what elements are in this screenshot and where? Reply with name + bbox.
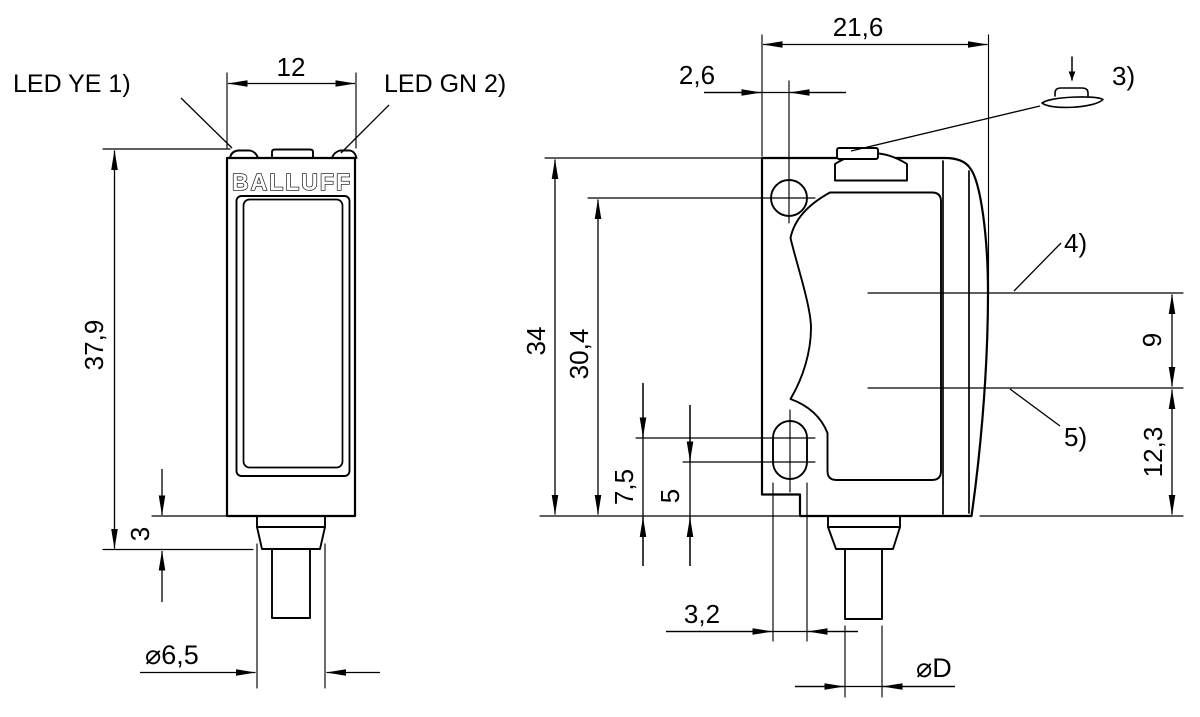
dim-sleeve-diameter-label: ⌀6,5 <box>145 640 199 670</box>
dim-hole-offset-label: 2,6 <box>679 60 715 90</box>
cable-front <box>271 548 311 619</box>
button-icon-dome <box>1054 87 1089 97</box>
side-view-body <box>760 156 990 518</box>
dim-slot-upper-label: 7,5 <box>609 469 639 505</box>
led-green <box>331 149 358 159</box>
cable-taper-side <box>827 526 901 550</box>
dim-slot-lower-label: 5 <box>655 489 685 503</box>
side-view: 3) 21,6 2,6 34 30,4 7,5 5 <box>521 12 1184 698</box>
front-view-body <box>225 156 357 518</box>
front-window-frame <box>235 195 351 477</box>
led-green-label: LED GN 2) <box>384 70 506 98</box>
lower-axis-callout-label: 5) <box>1064 422 1087 452</box>
cable-side <box>844 548 883 620</box>
front-window-lens <box>242 198 344 469</box>
teach-button-front <box>271 148 314 159</box>
dim-cable-offset-label: 3 <box>125 527 155 541</box>
teach-button-cap <box>836 147 879 160</box>
dim-axis-to-bottom-label: 12,3 <box>1138 427 1168 478</box>
button-icon-base <box>1041 96 1104 109</box>
led-yellow-leader <box>180 97 233 149</box>
dim-depth-label: 21,6 <box>833 12 884 42</box>
button-leader <box>850 105 1041 152</box>
dim-hole-to-bottom-label: 30,4 <box>564 329 594 380</box>
dim-height-label: 37,9 <box>79 320 109 371</box>
dim-width-label: 12 <box>277 52 306 82</box>
lower-axis-leader <box>1009 388 1061 427</box>
upper-axis-callout-label: 4) <box>1064 228 1087 258</box>
button-callout-label: 3) <box>1112 61 1135 91</box>
side-window-frame <box>789 191 942 481</box>
dim-body-height-label: 34 <box>521 327 551 356</box>
led-yellow-label: LED YE 1) <box>13 70 131 98</box>
cable-collar-front <box>256 515 326 528</box>
led-green-leader <box>340 104 390 154</box>
dim-slot-width-label: 3,2 <box>684 599 720 629</box>
led-yellow <box>229 149 259 159</box>
brand-logo: BALLUFF <box>232 169 352 195</box>
cable-taper-front <box>256 526 326 550</box>
upper-axis-leader <box>1013 242 1062 292</box>
front-view: BALLUFF LED YE 1) LED GN 2) 12 37,9 3 <box>13 52 506 689</box>
cable-collar-side <box>827 515 901 528</box>
dim-cable-diameter-label: ⌀D <box>916 653 952 683</box>
dim-axis-spacing-label: 9 <box>1137 333 1167 347</box>
